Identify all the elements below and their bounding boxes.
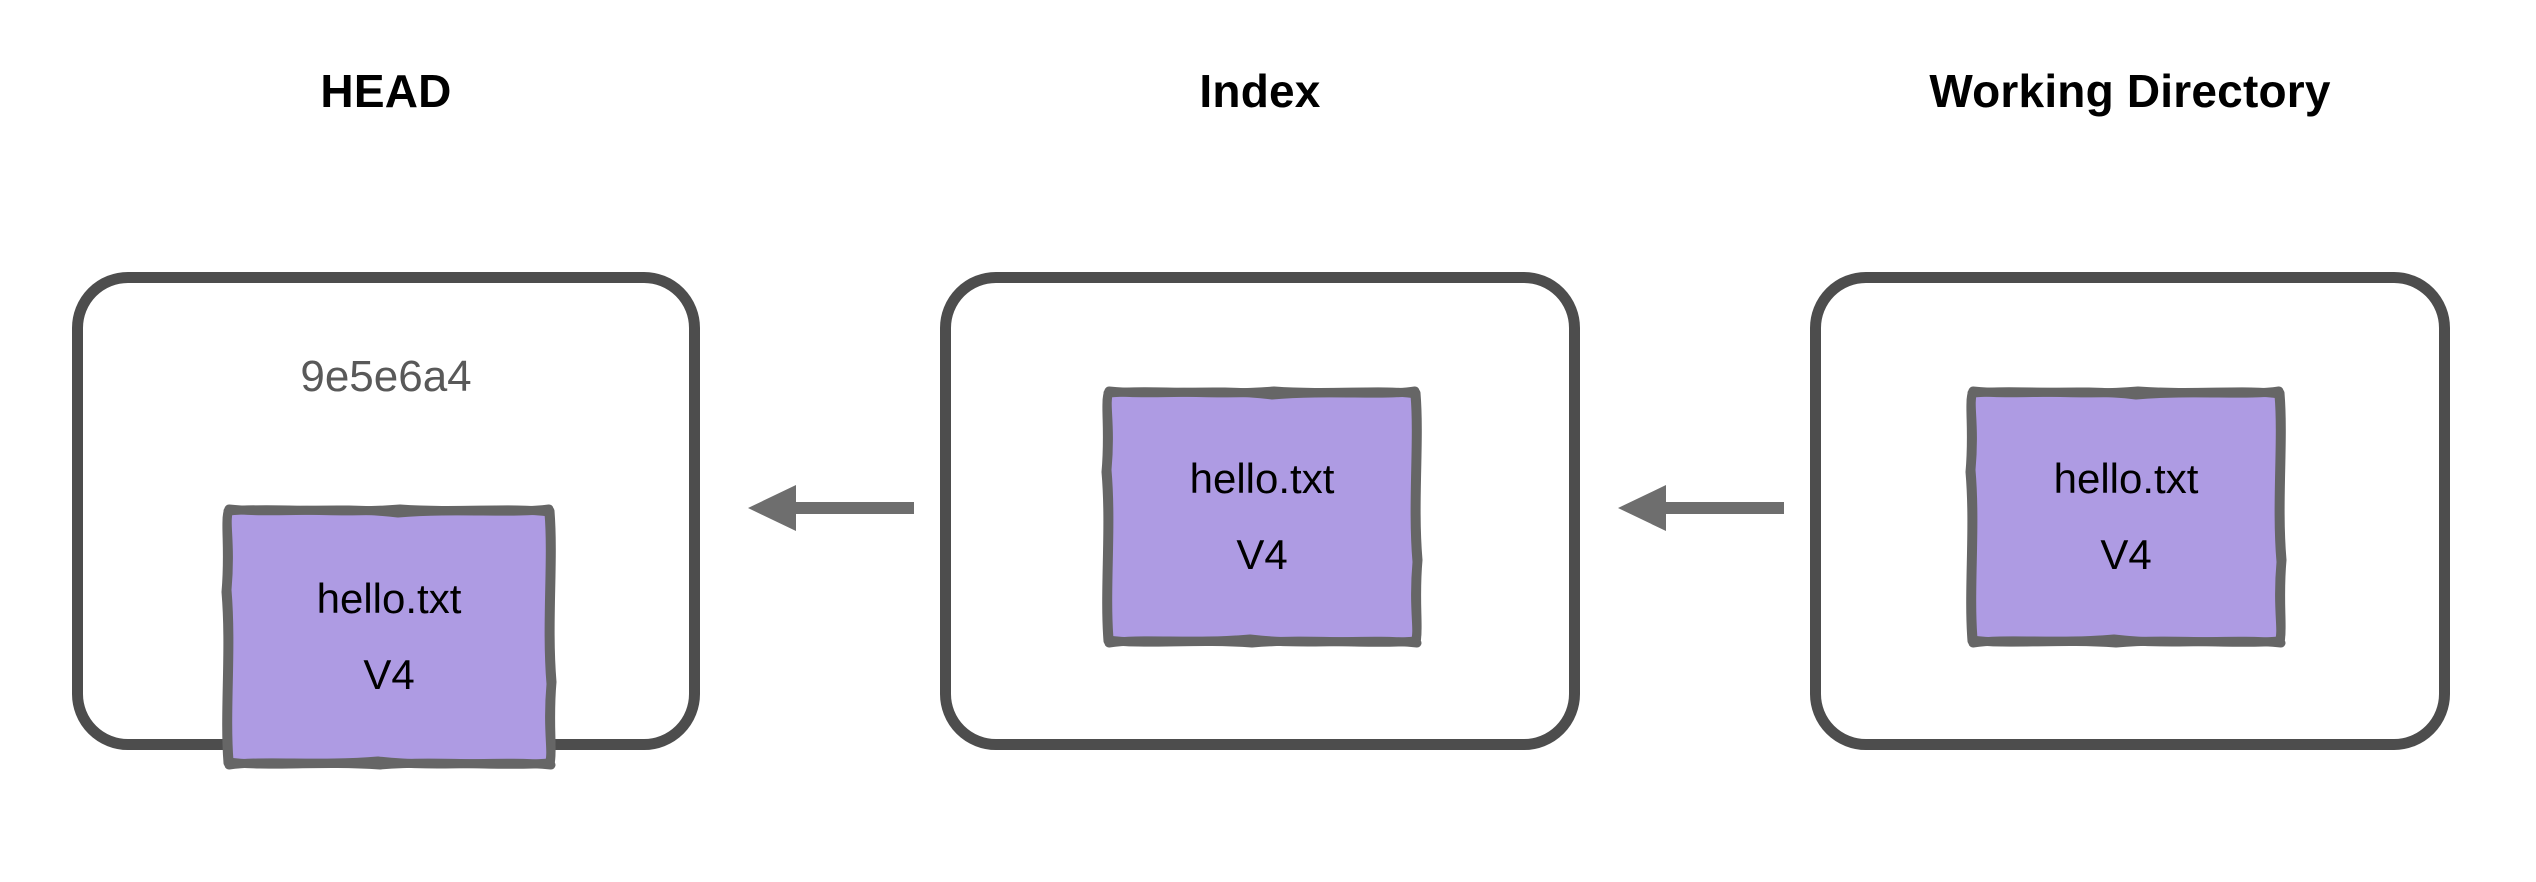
file-version-working-directory: V4 xyxy=(2100,531,2152,578)
arrow-working-to-index-icon xyxy=(1618,485,1784,531)
arrow-index-to-head-icon xyxy=(748,485,914,531)
column-title-working-directory: Working Directory xyxy=(1929,65,2331,117)
column-title-index: Index xyxy=(1199,65,1321,117)
file-version-head: V4 xyxy=(363,651,415,698)
file-card-head[interactable]: hello.txt V4 xyxy=(221,504,557,770)
rough-border-icon xyxy=(1101,386,1423,648)
file-card-working-directory[interactable]: hello.txt V4 xyxy=(1965,386,2287,648)
file-name-index: hello.txt xyxy=(1189,455,1335,502)
stage-working-directory[interactable]: hello.txt V4 xyxy=(1810,272,2450,750)
column-title-head: HEAD xyxy=(320,65,452,117)
file-card-index[interactable]: hello.txt V4 xyxy=(1101,386,1423,648)
rough-border-icon xyxy=(221,504,557,770)
file-name-head: hello.txt xyxy=(316,575,462,622)
file-version-index: V4 xyxy=(1236,531,1288,578)
rough-border-icon xyxy=(1965,386,2287,648)
file-name-working-directory: hello.txt xyxy=(2053,455,2199,502)
stage-index[interactable]: hello.txt V4 xyxy=(940,272,1580,750)
commit-hash-head: 9e5e6a4 xyxy=(300,352,472,401)
stage-head[interactable]: 9e5e6a4 hello.txt V4 xyxy=(72,272,700,770)
